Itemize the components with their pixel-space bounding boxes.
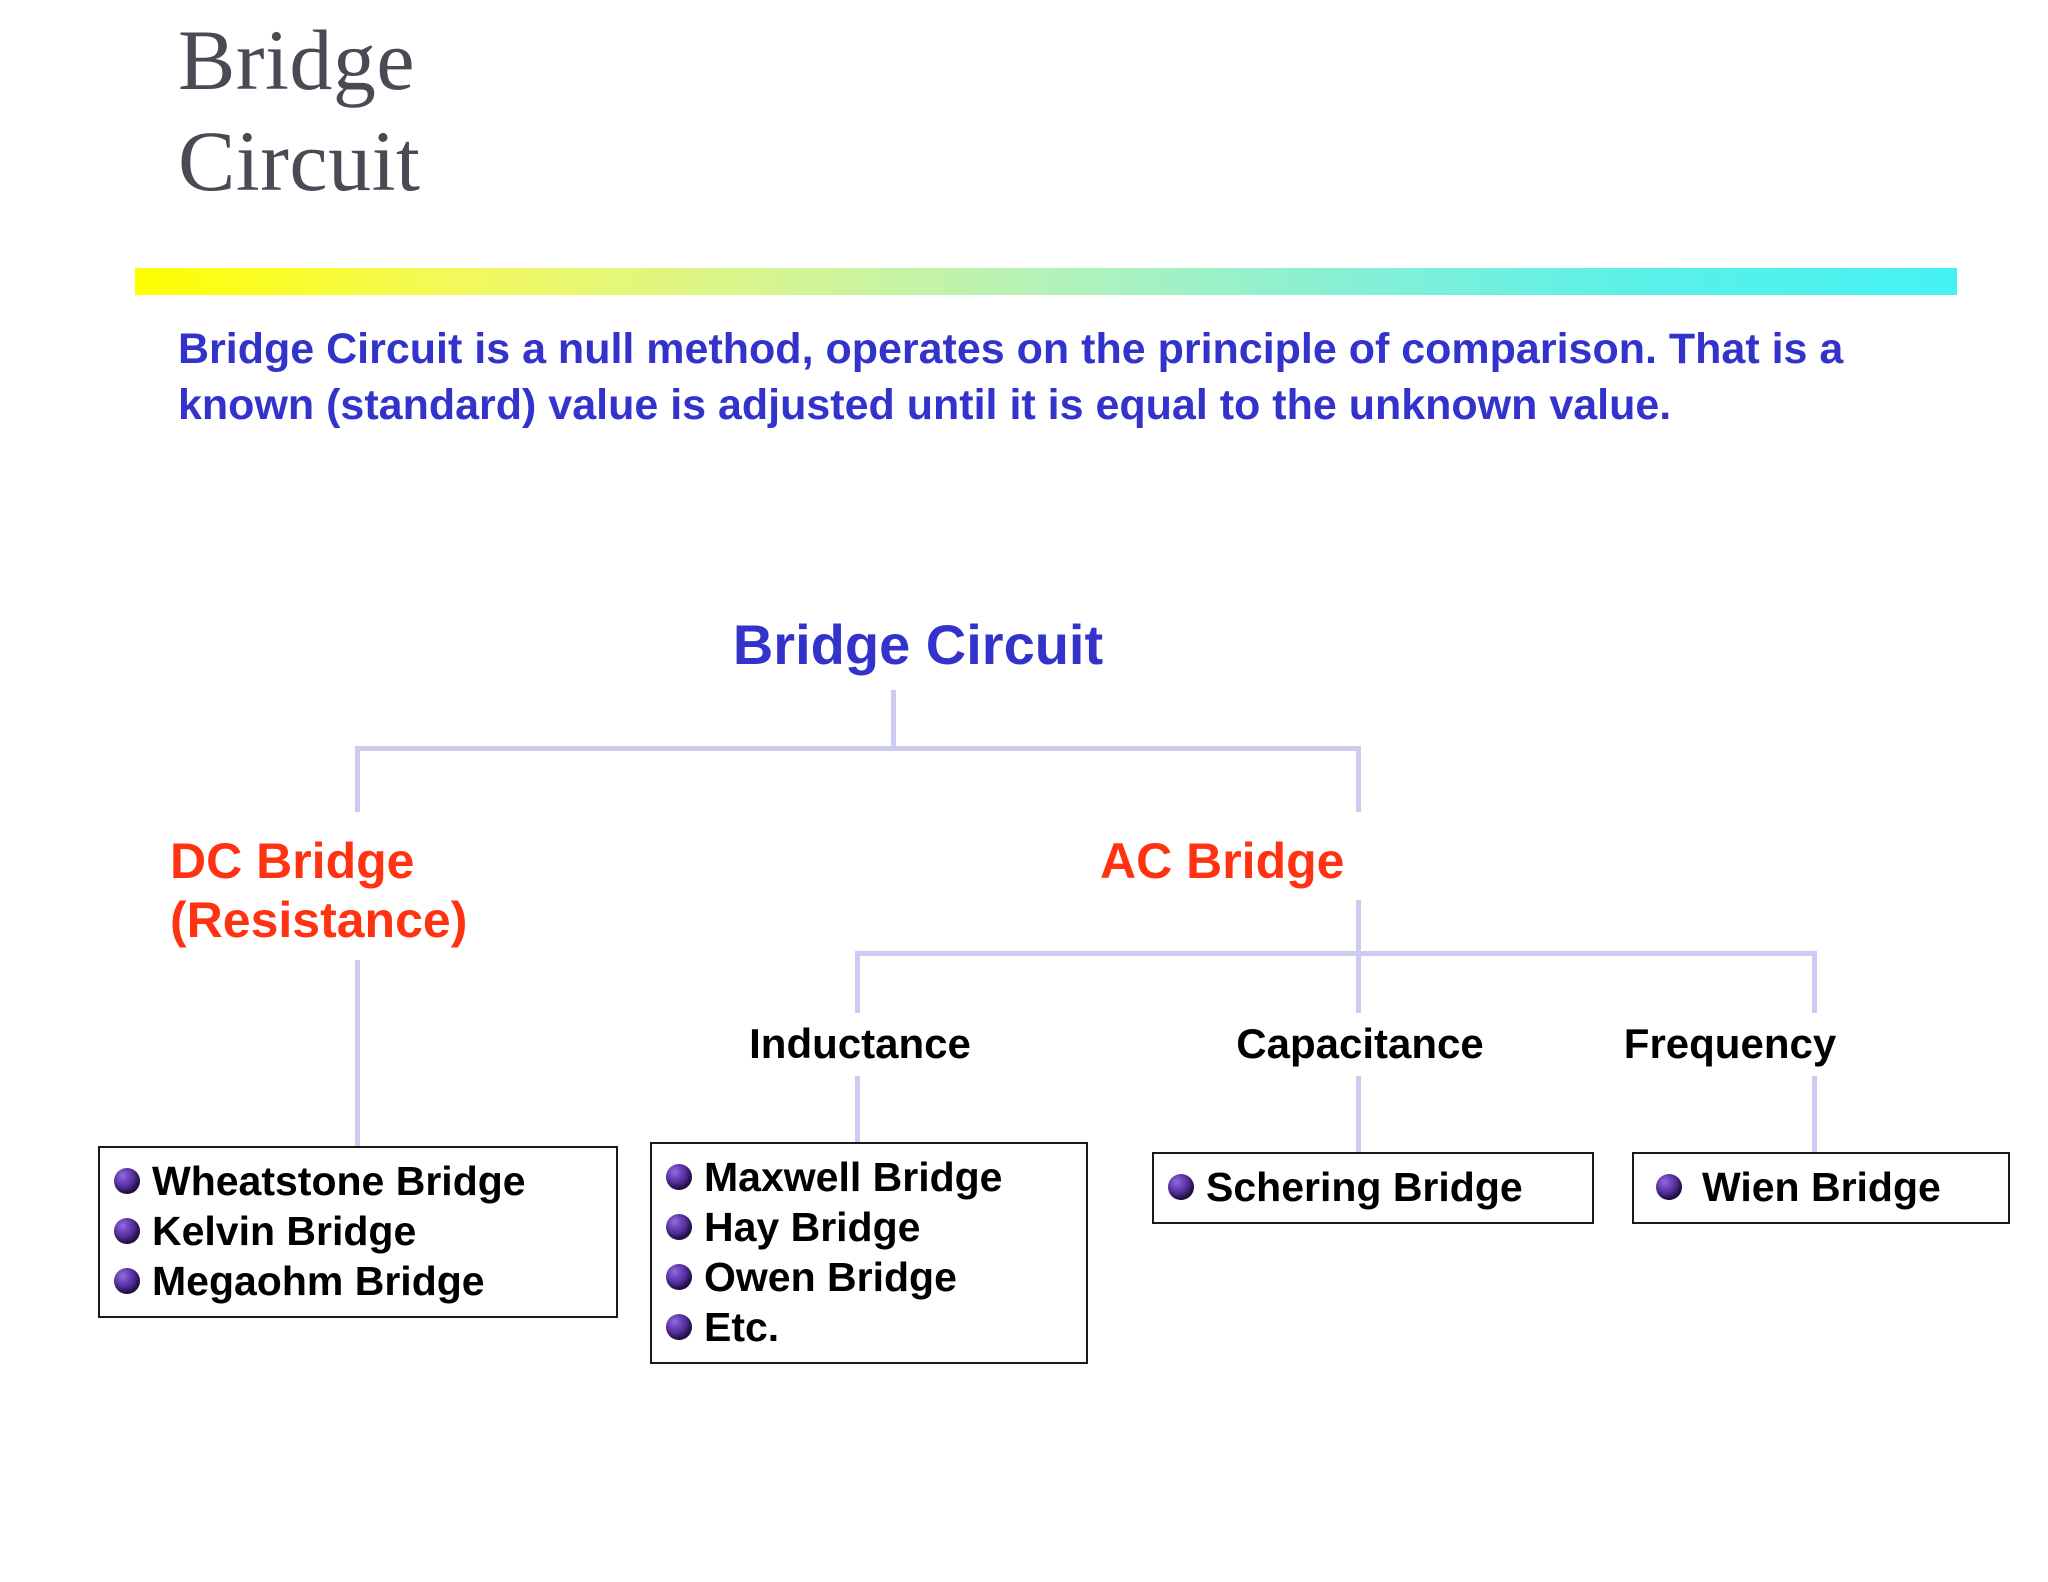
- leaf-box-capacitance: Schering Bridge: [1152, 1152, 1594, 1225]
- tree-node-dc-bridge: DC Bridge (Resistance): [170, 833, 468, 948]
- list-item-label: Hay Bridge: [704, 1204, 921, 1251]
- list-item: Kelvin Bridge: [114, 1206, 602, 1256]
- connector-capacitance-to-box: [1356, 1076, 1361, 1154]
- leaf-list-capacitance: Schering Bridge: [1168, 1162, 1578, 1212]
- purple-sphere-bullet-icon: [114, 1218, 140, 1245]
- purple-sphere-bullet-icon: [666, 1314, 692, 1341]
- list-item-label: Wien Bridge: [1702, 1164, 1941, 1210]
- tree-node-inductance: Inductance: [749, 1020, 971, 1067]
- list-item-label: Maxwell Bridge: [704, 1154, 1003, 1200]
- purple-sphere-bullet-icon: [666, 1214, 692, 1241]
- list-item: Owen Bridge: [666, 1252, 1072, 1302]
- connector-frequency-drop: [1812, 951, 1817, 1013]
- purple-sphere-bullet-icon: [1168, 1174, 1194, 1200]
- gradient-divider: [135, 268, 1957, 295]
- list-item: Wien Bridge: [1648, 1162, 1994, 1212]
- tree-node-frequency: Frequency: [1623, 1020, 1837, 1067]
- connector-root-stem: [891, 690, 896, 750]
- connector-ac-stem: [1356, 900, 1361, 954]
- connector-dc-to-box: [355, 960, 360, 1148]
- leaf-list-inductance: Maxwell Bridge Hay Bridge Owen Bridge Et…: [666, 1152, 1072, 1352]
- list-item: Hay Bridge: [666, 1202, 1072, 1252]
- list-item-label: Schering Bridge: [1206, 1164, 1523, 1210]
- connector-level1-bar: [355, 746, 1361, 751]
- leaf-list-dc: Wheatstone Bridge Kelvin Bridge Megaohm …: [114, 1156, 602, 1306]
- page-title: Bridge Circuit: [178, 12, 421, 210]
- tree-node-root: Bridge Circuit: [732, 613, 1104, 676]
- purple-sphere-bullet-icon: [114, 1168, 140, 1194]
- connector-dc-drop: [355, 746, 360, 812]
- list-item: Schering Bridge: [1168, 1162, 1578, 1212]
- leaf-list-frequency: Wien Bridge: [1648, 1162, 1994, 1212]
- connector-ac-sub-bar: [855, 951, 1817, 956]
- connector-frequency-to-box: [1812, 1076, 1817, 1154]
- purple-sphere-bullet-icon: [666, 1164, 692, 1190]
- list-item: Megaohm Bridge: [114, 1256, 602, 1306]
- purple-sphere-bullet-icon: [114, 1268, 140, 1295]
- list-item-label: Megaohm Bridge: [152, 1258, 485, 1305]
- leaf-box-frequency: Wien Bridge: [1632, 1152, 2010, 1225]
- intro-paragraph: Bridge Circuit is a null method, operate…: [178, 325, 1844, 429]
- leaf-box-inductance: Maxwell Bridge Hay Bridge Owen Bridge Et…: [650, 1142, 1088, 1365]
- list-item: Etc.: [666, 1302, 1072, 1352]
- purple-sphere-bullet-icon: [666, 1264, 692, 1291]
- connector-inductance-to-box: [855, 1076, 860, 1144]
- leaf-box-dc-bridge: Wheatstone Bridge Kelvin Bridge Megaohm …: [98, 1146, 618, 1319]
- connector-capacitance-drop: [1356, 951, 1361, 1013]
- connector-inductance-drop: [855, 951, 860, 1013]
- list-item: Wheatstone Bridge: [114, 1156, 602, 1206]
- list-item: Maxwell Bridge: [666, 1152, 1072, 1202]
- purple-sphere-bullet-icon: [1656, 1174, 1682, 1200]
- list-item-label: Wheatstone Bridge: [152, 1158, 526, 1204]
- list-item-label: Etc.: [704, 1304, 780, 1351]
- list-item-label: Kelvin Bridge: [152, 1208, 417, 1255]
- tree-node-ac-bridge: AC Bridge: [1100, 833, 1345, 889]
- tree-node-capacitance: Capacitance: [1236, 1020, 1484, 1067]
- list-item-label: Owen Bridge: [704, 1254, 957, 1301]
- connector-ac-drop: [1356, 746, 1361, 812]
